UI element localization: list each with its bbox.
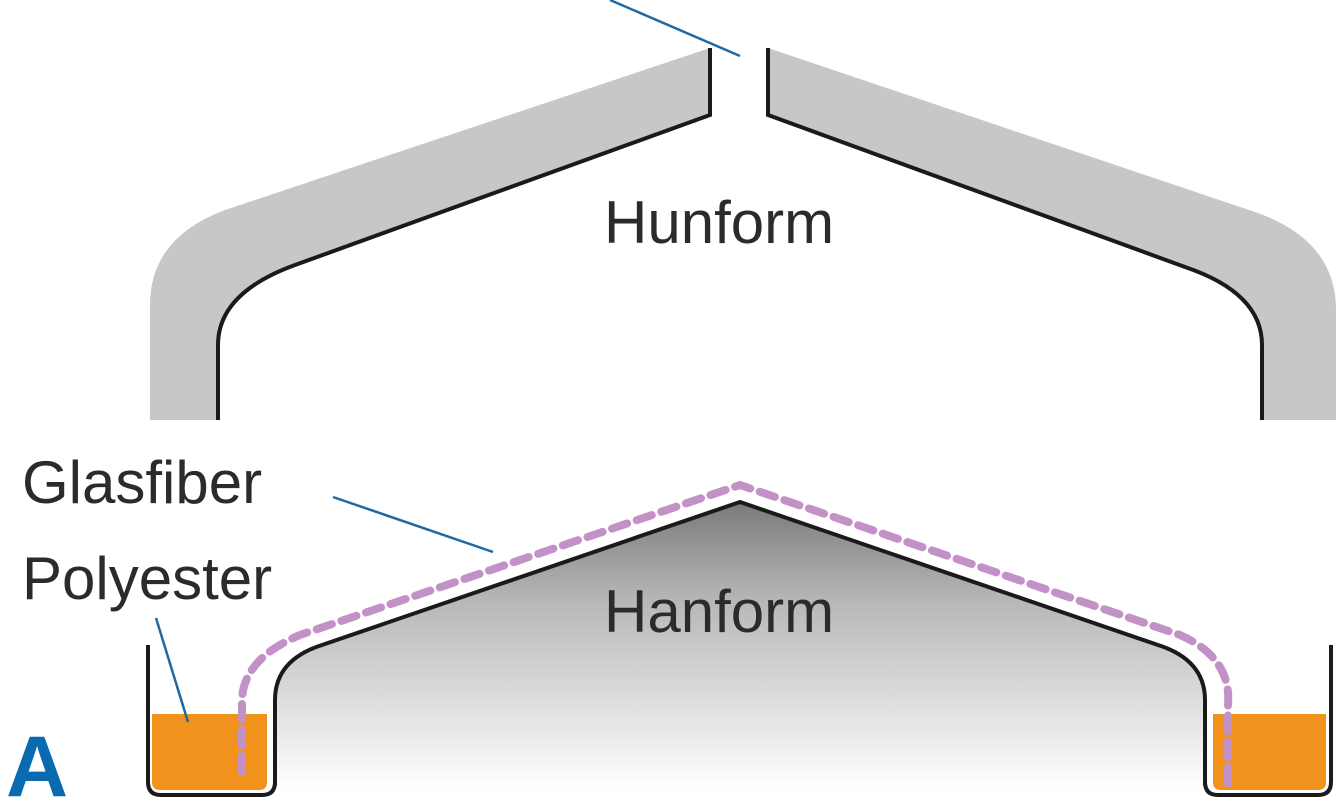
hunform-right-half [768, 48, 1336, 420]
polyester-label: Polyester [22, 545, 272, 612]
glasfiber-layer [237, 480, 1233, 789]
glasfiber-leader-line [332, 495, 494, 554]
hunform-label: Hunform [604, 189, 834, 256]
panel-letter: A [6, 719, 68, 799]
hanform-label: Hanform [604, 578, 834, 645]
polyester-leader-line [154, 617, 190, 723]
right-resin-fill [1213, 714, 1326, 790]
left-resin-fill [152, 714, 267, 790]
hunform-left-outline [216, 48, 712, 420]
hanform-body [275, 502, 1205, 790]
hunform-left-half [150, 48, 710, 420]
glasfiber-label: Glasfiber [22, 449, 262, 516]
hanform-outline [273, 499, 1207, 785]
left-tray-outline [146, 645, 277, 797]
hunform-right-outline [766, 48, 1264, 420]
right-tray-outline [1203, 645, 1333, 797]
top-leader-line [609, 0, 741, 58]
